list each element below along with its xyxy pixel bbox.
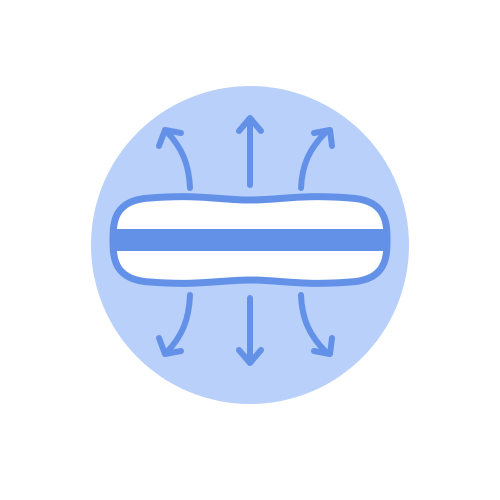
arrow-up-left-icon [156,127,193,191]
arrow-up-right-icon [298,127,335,191]
arrow-down-right-icon [298,292,335,357]
pad-shape [109,193,391,287]
arrow-down-center-icon [236,295,264,366]
arrow-down-left-icon [156,292,193,357]
airflow-arrows-down [156,292,335,366]
pad-core-band [115,229,385,251]
arrow-up-center-icon [236,115,264,188]
airflow-arrows-up [156,115,335,191]
